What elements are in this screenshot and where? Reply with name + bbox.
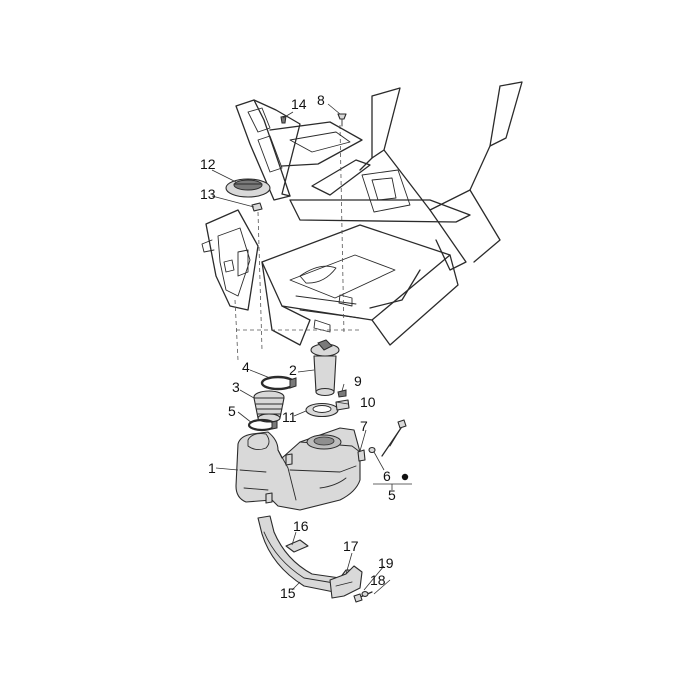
rubber-plug — [401, 473, 409, 481]
callout-16: 16 — [293, 518, 309, 534]
bolt-part-7 — [357, 449, 366, 462]
clip-part-10 — [335, 399, 350, 411]
bolt-part-18 — [353, 591, 373, 603]
rear-bracket — [235, 99, 363, 201]
callout-5-lower: 5 — [388, 487, 396, 503]
callout-7: 7 — [360, 418, 368, 434]
leader-lines — [211, 103, 391, 595]
callout-11: 11 — [282, 409, 297, 425]
washer-part-6 — [368, 446, 376, 454]
pump-gasket — [305, 402, 339, 418]
callout-8: 8 — [317, 92, 325, 108]
callout-2: 2 — [289, 362, 297, 378]
callout-14: 14 — [291, 96, 307, 112]
hose-clamp-lower — [247, 418, 278, 432]
callout-13: 13 — [200, 186, 216, 202]
filler-neck-hose — [253, 390, 285, 423]
callout-6: 6 — [383, 468, 391, 484]
callout-4: 4 — [242, 359, 250, 375]
long-bolt — [381, 419, 407, 457]
fuel-tank — [235, 427, 361, 511]
strap-pad — [285, 539, 309, 553]
scooter-frame — [201, 81, 523, 361]
screw-part-8 — [337, 113, 347, 127]
callout-10: 10 — [360, 394, 376, 410]
group-bracket — [373, 483, 412, 490]
hose-clamp-upper — [260, 375, 297, 391]
screw-part-14 — [280, 115, 287, 124]
fuel-filler-cap — [225, 178, 271, 198]
clip-part-9 — [337, 389, 347, 398]
callout-3: 3 — [232, 379, 240, 395]
washer-part-19 — [361, 591, 369, 597]
callout-15: 15 — [280, 585, 296, 601]
fuel-pump-unit — [310, 339, 340, 397]
callout-19: 19 — [378, 555, 394, 571]
callout-12: 12 — [200, 156, 216, 172]
callout-1: 1 — [208, 460, 216, 476]
callout-5-upper: 5 — [228, 403, 236, 419]
mount-bracket — [329, 565, 363, 599]
callout-17: 17 — [343, 538, 359, 554]
callout-9: 9 — [354, 373, 362, 389]
cap-clip — [251, 202, 263, 212]
callout-18: 18 — [370, 572, 386, 588]
